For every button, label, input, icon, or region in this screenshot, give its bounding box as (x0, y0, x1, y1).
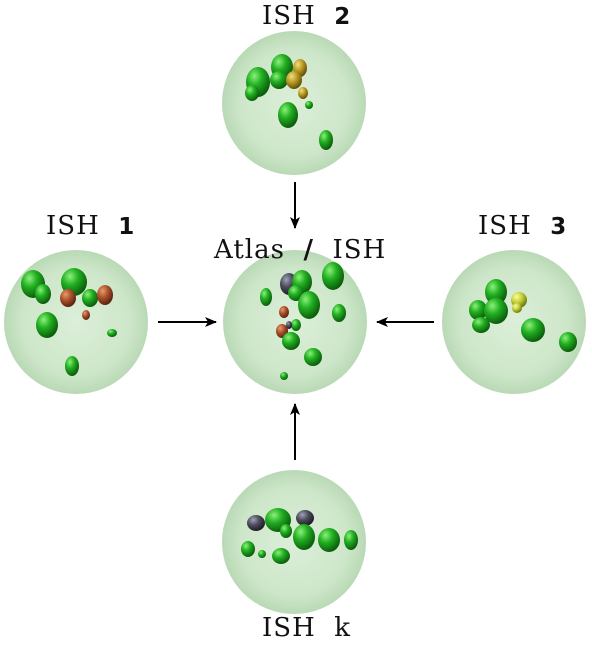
blob (279, 306, 289, 318)
blob (258, 550, 266, 558)
blob (472, 317, 490, 333)
blob (305, 101, 313, 109)
label-bottom-prefix: ISH (262, 613, 316, 643)
blob (282, 332, 300, 350)
blobs-left (21, 268, 117, 376)
blob (296, 510, 314, 526)
blob (322, 262, 344, 290)
blob (260, 288, 272, 306)
label-center: Atlas / ISH (214, 237, 386, 263)
blob (512, 303, 522, 313)
blob (61, 268, 87, 296)
label-bottom-index: k (334, 613, 352, 643)
blob (82, 289, 98, 307)
label-left: ISH 1 (46, 213, 135, 239)
blob (291, 319, 301, 331)
blob (344, 530, 358, 550)
label-left-prefix: ISH (46, 211, 100, 241)
label-right-prefix: ISH (478, 211, 532, 241)
blobs-bottom (241, 508, 358, 564)
blob (298, 87, 308, 99)
label-bottom: ISH k (262, 615, 351, 641)
blob (332, 304, 346, 322)
blob (484, 298, 508, 324)
blob (521, 318, 545, 342)
blob (318, 528, 340, 552)
blob (286, 71, 302, 89)
blob (82, 310, 90, 320)
blob (107, 329, 117, 337)
blob (65, 356, 79, 376)
label-top: ISH 2 (262, 3, 351, 29)
blob (97, 285, 113, 305)
blob (272, 548, 290, 564)
blob (286, 321, 292, 329)
blob (60, 289, 76, 307)
sphere-top (222, 31, 366, 175)
blob (559, 332, 577, 352)
label-right: ISH 3 (478, 213, 567, 239)
blob (247, 515, 265, 531)
label-center-suffix: ISH (332, 235, 387, 265)
blob (35, 284, 51, 304)
blob (245, 85, 259, 101)
blob (270, 71, 288, 89)
blobs-right (469, 279, 577, 352)
sphere-right (442, 250, 586, 394)
blob (36, 312, 58, 338)
label-left-index: 1 (118, 214, 136, 240)
blob (293, 524, 315, 550)
label-top-prefix: ISH (262, 1, 316, 31)
blob (304, 348, 322, 366)
label-center-prefix: Atlas (214, 235, 285, 265)
label-center-separator: / (303, 235, 314, 265)
label-right-index: 3 (550, 214, 568, 240)
label-top-index: 2 (334, 4, 352, 30)
blob (278, 102, 298, 128)
blob (241, 541, 255, 557)
blobs-center (260, 262, 346, 380)
blobs-top (245, 54, 333, 150)
blob (280, 372, 288, 380)
blob (469, 300, 487, 320)
blob (319, 130, 333, 150)
blob (280, 524, 292, 538)
blob (298, 291, 320, 319)
blob (485, 279, 507, 305)
